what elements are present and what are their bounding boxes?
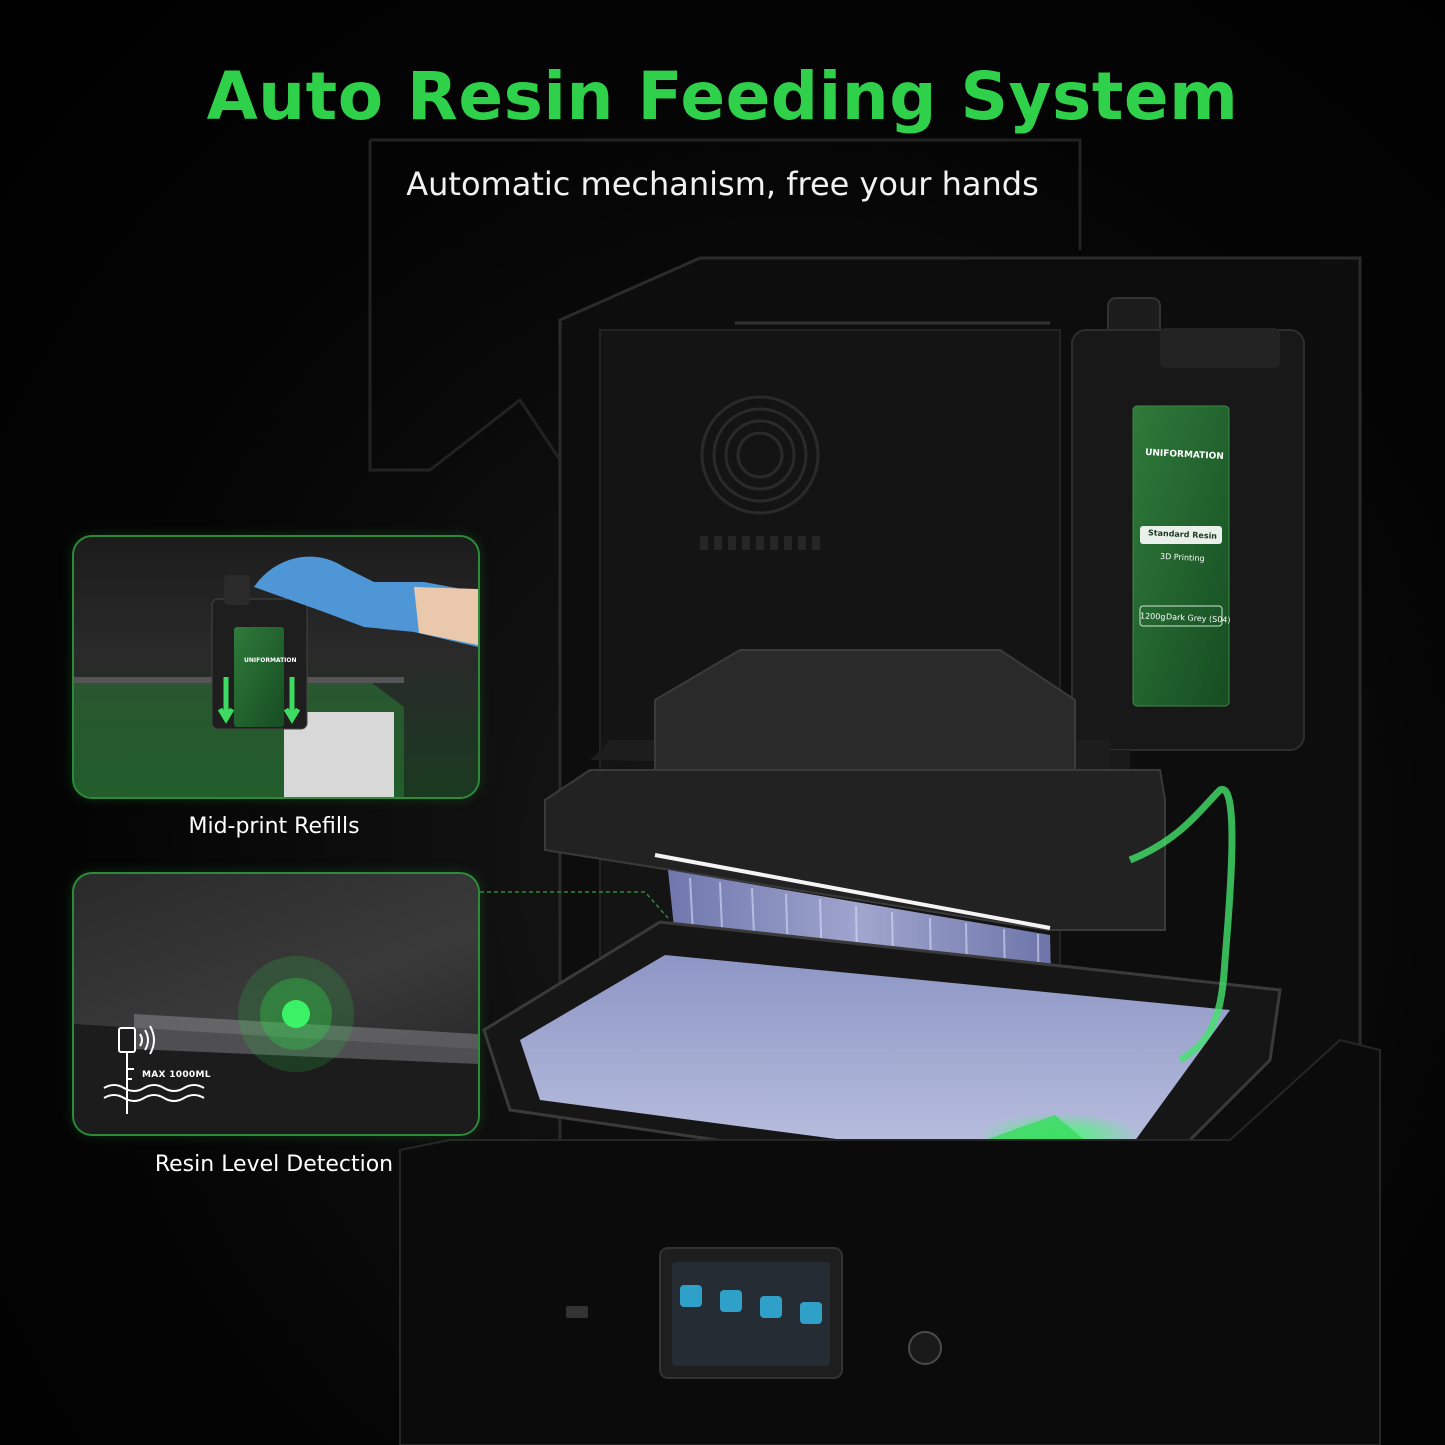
build-plate <box>544 649 1166 931</box>
level-sensor-icon <box>103 1025 205 1114</box>
level-sensor-illustration <box>74 956 478 1134</box>
resin-feed-tube <box>1128 786 1236 1064</box>
fan-icon <box>700 395 820 515</box>
vent-slots <box>700 536 820 550</box>
feature-label-resin-level-detection: Resin Level Detection <box>154 1152 394 1177</box>
resin-feeder-unit <box>1071 297 1305 780</box>
feature-panel-resin-level-detection: MAX 1000ML <box>72 872 480 1136</box>
feature-panel-mid-print-refills: UNIFORMATION <box>72 535 480 799</box>
resin-vat <box>482 920 1282 1202</box>
callout-connector <box>480 891 669 919</box>
printer-base <box>399 1038 1381 1445</box>
feature-label-mid-print-refills: Mid-print Refills <box>188 814 360 839</box>
feeder-resin-weight: 1200g <box>1139 611 1166 622</box>
power-button-icon <box>908 1331 942 1365</box>
refill-bottle-logo: UNIFORMATION <box>244 657 297 664</box>
refill-illustration <box>74 556 478 797</box>
max-capacity-label: MAX 1000ML <box>142 1070 211 1080</box>
page-title: Auto Resin Feeding System <box>206 58 1239 135</box>
page-subtitle: Automatic mechanism, free your hands <box>406 165 1039 203</box>
